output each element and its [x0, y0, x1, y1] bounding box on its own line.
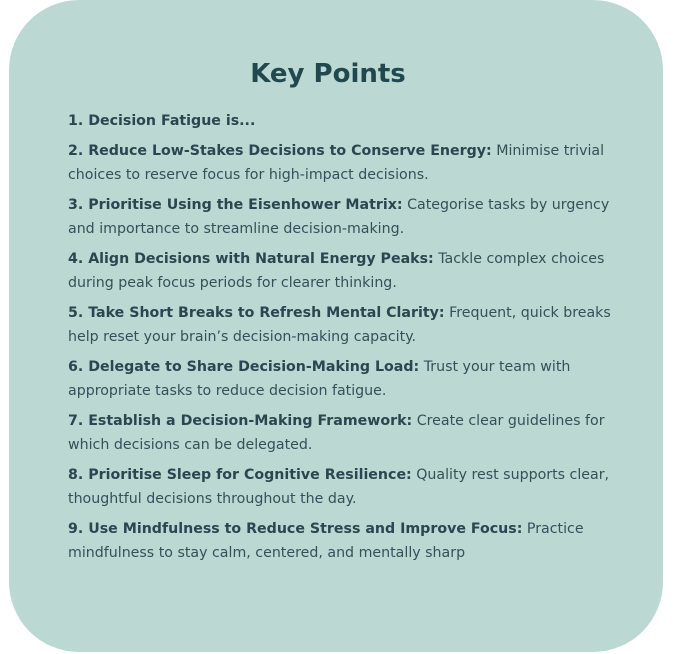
- key-point-text: Trust your team with appropriate tasks t…: [68, 359, 571, 399]
- key-point-text: Minimise trivial choices to reserve focu…: [68, 143, 605, 183]
- key-point-6: 6. Delegate to Share Decision-Making Loa…: [68, 355, 616, 403]
- key-point-heading: 5. Take Short Breaks to Refresh Mental C…: [68, 305, 445, 321]
- key-point-heading: 3. Prioritise Using the Eisenhower Matri…: [68, 197, 403, 213]
- page-title: Key Points: [250, 59, 406, 89]
- key-point-7: 7. Establish a Decision-Making Framework…: [68, 409, 616, 457]
- key-point-text: Frequent, quick breaks help reset your b…: [68, 305, 611, 345]
- key-point-9: 9. Use Mindfulness to Reduce Stress and …: [68, 517, 616, 565]
- key-point-text: Categorise tasks by urgency and importan…: [68, 197, 610, 237]
- key-point-text: Quality rest supports clear, thoughtful …: [68, 467, 610, 507]
- key-point-text: Practice mindfulness to stay calm, cente…: [68, 521, 584, 561]
- key-points-card: Key Points 1. Decision Fatigue is... 2. …: [9, 0, 663, 652]
- key-point-2: 2. Reduce Low-Stakes Decisions to Conser…: [68, 139, 616, 187]
- key-point-text: Create clear guidelines for which decisi…: [68, 413, 605, 453]
- key-point-8: 8. Prioritise Sleep for Cognitive Resili…: [68, 463, 616, 511]
- key-point-text: Tackle complex choices during peak focus…: [68, 251, 605, 291]
- key-point-1: 1. Decision Fatigue is...: [68, 109, 616, 133]
- key-points-list: 1. Decision Fatigue is... 2. Reduce Low-…: [68, 109, 616, 571]
- key-point-heading: 6. Delegate to Share Decision-Making Loa…: [68, 359, 420, 375]
- key-point-heading: 7. Establish a Decision-Making Framework…: [68, 413, 413, 429]
- key-point-heading: 8. Prioritise Sleep for Cognitive Resili…: [68, 467, 412, 483]
- key-point-5: 5. Take Short Breaks to Refresh Mental C…: [68, 301, 616, 349]
- key-point-heading: 1. Decision Fatigue is...: [68, 113, 256, 129]
- key-point-heading: 4. Align Decisions with Natural Energy P…: [68, 251, 434, 267]
- key-point-heading: 2. Reduce Low-Stakes Decisions to Conser…: [68, 143, 492, 159]
- key-point-3: 3. Prioritise Using the Eisenhower Matri…: [68, 193, 616, 241]
- key-point-heading: 9. Use Mindfulness to Reduce Stress and …: [68, 521, 523, 537]
- key-point-4: 4. Align Decisions with Natural Energy P…: [68, 247, 616, 295]
